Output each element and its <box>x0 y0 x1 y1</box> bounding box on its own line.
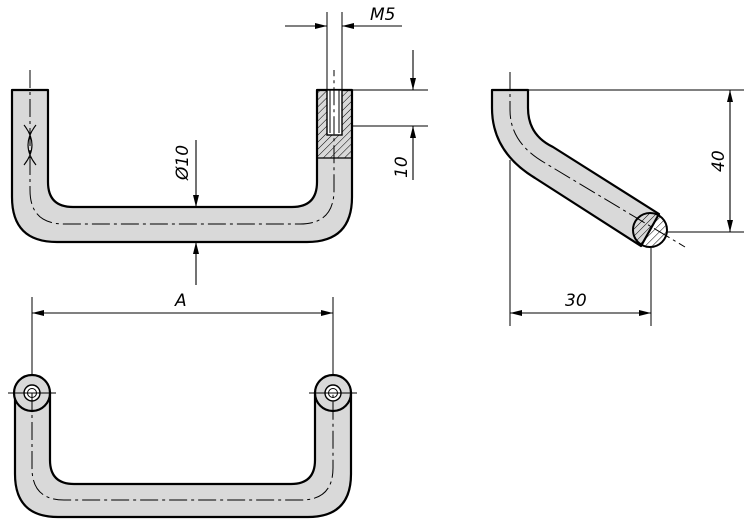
top-view <box>8 373 357 519</box>
side-cut-face <box>632 212 668 248</box>
offset-label: 30 <box>565 291 587 311</box>
thread-label: M5 <box>370 5 395 25</box>
thread-dimension: M5 <box>285 5 402 90</box>
span-label: A <box>174 291 187 311</box>
left-end-shade-arc <box>23 124 33 166</box>
diameter-label: Ø10 <box>173 145 193 181</box>
height-dimension: 40 <box>528 89 744 233</box>
span-dimension: A <box>31 291 334 376</box>
top-centerline <box>31 393 334 501</box>
top-handle-body <box>13 390 353 519</box>
front-view <box>10 70 354 244</box>
thread-depth-dimension: 10 <box>352 50 428 180</box>
depth-label: 10 <box>392 156 412 178</box>
offset-dimension: 30 <box>509 160 652 326</box>
height-label: 40 <box>709 150 729 172</box>
side-view <box>490 72 686 248</box>
diameter-dimension: Ø10 <box>173 140 199 285</box>
front-centerline <box>29 70 335 225</box>
side-centerline <box>509 72 686 248</box>
side-handle-body <box>490 88 661 248</box>
left-end-shade-arc-2 <box>27 124 37 166</box>
